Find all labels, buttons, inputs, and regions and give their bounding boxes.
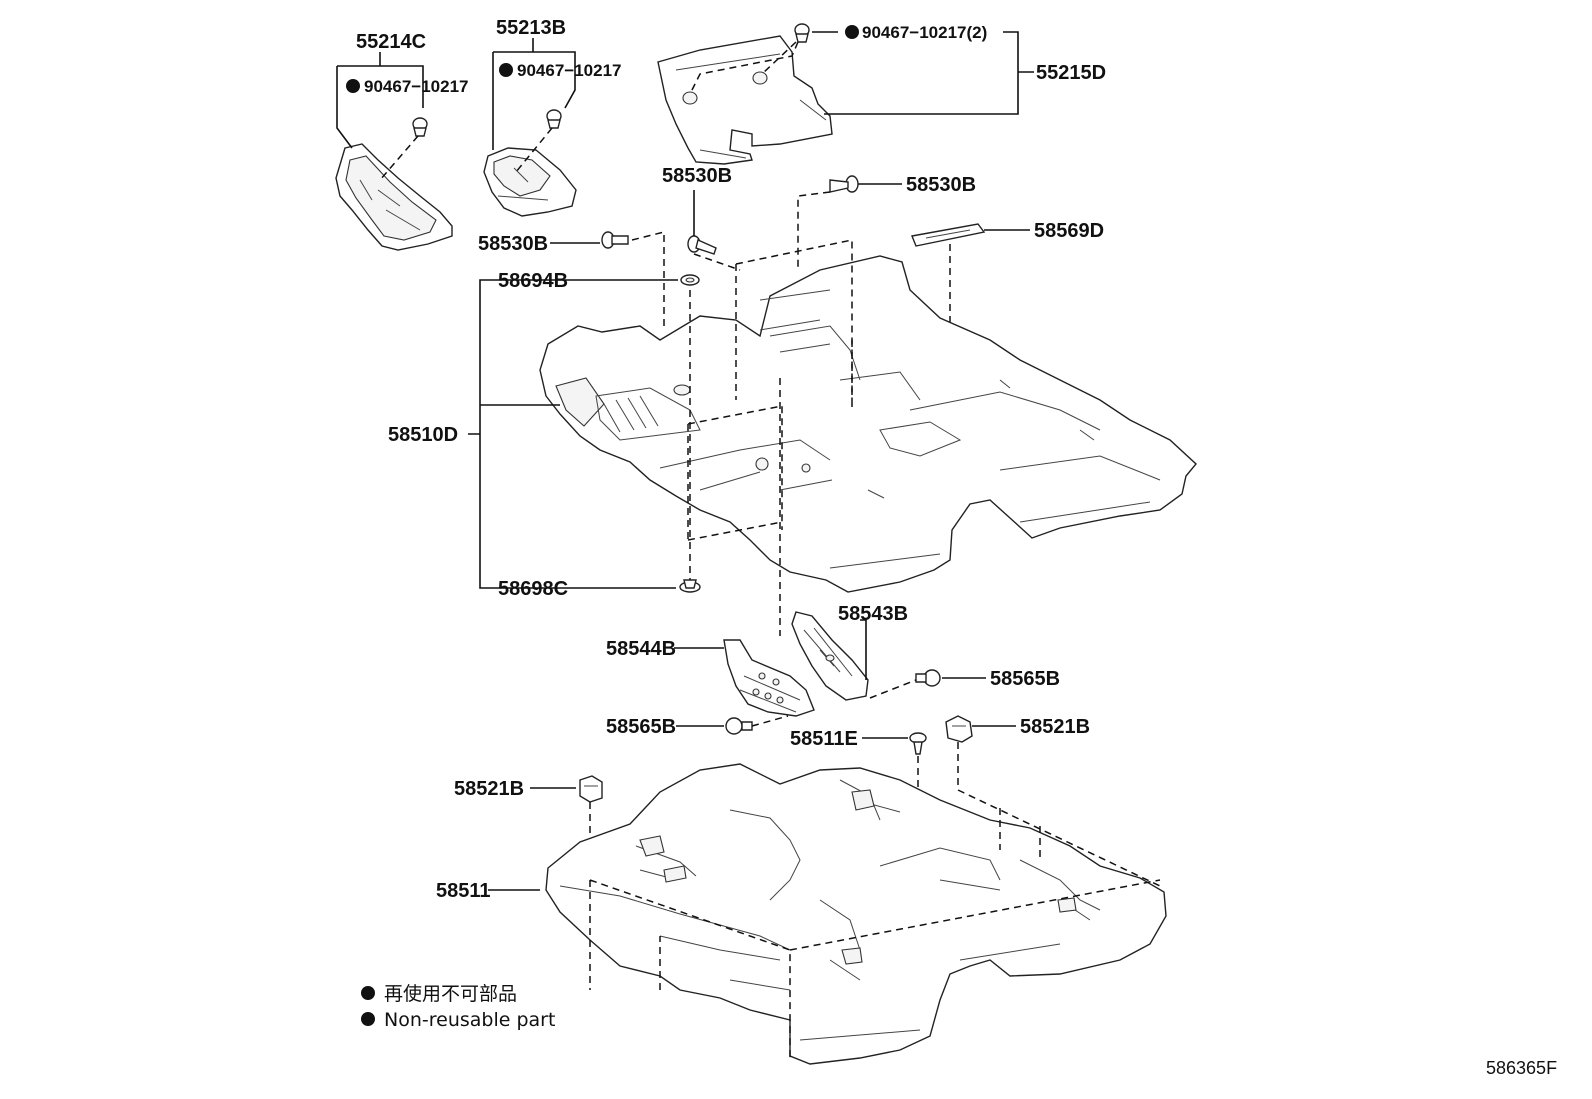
label-58510d: 58510D bbox=[388, 424, 458, 446]
bolt-58565b-left bbox=[725, 717, 753, 735]
label-58543b: 58543B bbox=[838, 603, 908, 625]
label-58565b-left: 58565B bbox=[606, 716, 676, 738]
label-58530b-right: 58530B bbox=[906, 174, 976, 196]
part-58510d-floor-carpet bbox=[539, 255, 1197, 593]
label-58521b-right: 58521B bbox=[1020, 716, 1090, 738]
part-55215d-cover bbox=[657, 35, 833, 165]
bolt-58530b-left bbox=[601, 231, 629, 249]
label-90467-c: 90467−10217(2) bbox=[862, 23, 987, 42]
legend-line-en: Non-reusable part bbox=[384, 1009, 555, 1031]
clip-90467-a bbox=[412, 117, 428, 137]
clip-58698c bbox=[679, 579, 701, 593]
label-55214c: 55214C bbox=[356, 31, 426, 53]
clip-90467-b bbox=[546, 109, 562, 129]
clip-90467-c bbox=[794, 23, 810, 43]
label-90467-b: 90467−10217 bbox=[517, 61, 621, 80]
label-55213b: 55213B bbox=[496, 17, 566, 39]
label-58530b-top: 58530B bbox=[662, 165, 732, 187]
label-58521b-left: 58521B bbox=[454, 778, 524, 800]
figure-code: 586365F bbox=[1486, 1058, 1557, 1078]
legend: 再使用不可部品 Non-reusable part bbox=[361, 983, 555, 1031]
part-58569d-bracket bbox=[911, 223, 986, 247]
label-55215d: 55215D bbox=[1036, 62, 1106, 84]
label-58565b-right: 58565B bbox=[990, 668, 1060, 690]
label-58511: 58511 bbox=[436, 880, 491, 902]
clip-58521b-left bbox=[579, 775, 603, 803]
non-reusable-dot-c bbox=[845, 25, 859, 39]
part-58511-floor-silencer bbox=[545, 763, 1167, 1065]
legend-dot-1 bbox=[361, 986, 375, 1000]
label-58544b: 58544B bbox=[606, 638, 676, 660]
bolt-58530b-right bbox=[829, 175, 859, 193]
part-58543b-heat-insulator bbox=[791, 611, 869, 701]
legend-dot-2 bbox=[361, 1012, 375, 1026]
non-reusable-dot-b bbox=[499, 63, 513, 77]
bolt-58530b-top bbox=[687, 235, 717, 255]
part-55213b-cover bbox=[483, 147, 577, 217]
legend-line-jp: 再使用不可部品 bbox=[384, 983, 517, 1005]
grommet-58694b bbox=[680, 274, 700, 286]
label-58694b: 58694B bbox=[498, 270, 568, 292]
label-58530b-left: 58530B bbox=[478, 233, 548, 255]
label-58569d: 58569D bbox=[1034, 220, 1104, 242]
bolt-58565b-right bbox=[915, 669, 941, 687]
non-reusable-dot-a bbox=[346, 79, 360, 93]
part-55214c-cover bbox=[335, 143, 453, 251]
part-58544b-heat-insulator bbox=[723, 639, 815, 717]
clip-58521b-right bbox=[945, 715, 973, 743]
label-58511e: 58511E bbox=[790, 728, 858, 750]
clip-58511e bbox=[909, 732, 927, 755]
label-58698c: 58698C bbox=[498, 578, 568, 600]
label-90467-a: 90467−10217 bbox=[364, 77, 468, 96]
